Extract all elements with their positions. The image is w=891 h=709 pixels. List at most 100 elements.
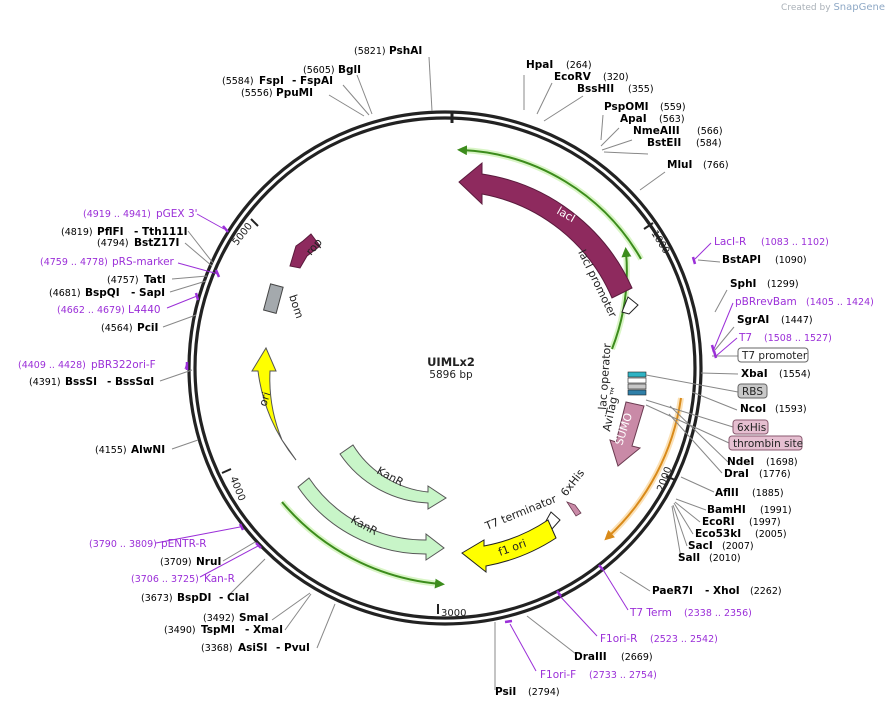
site-name: TspMI	[201, 624, 235, 636]
site-ppumi[interactable]: (5556) PpuMI	[241, 87, 313, 99]
primer-pbr322ori-f[interactable]: (4409 .. 4428) pBR322ori-F	[18, 359, 156, 371]
site-name: AflII	[715, 487, 739, 499]
site-name: FspI	[259, 75, 284, 87]
site-pspomi[interactable]: PspOMI (559)	[604, 101, 686, 113]
primer-kan-r[interactable]: (3706 .. 3725) Kan-R	[131, 573, 235, 585]
site-asisi[interactable]: (3368) AsiSI - PvuI	[201, 642, 310, 654]
site-bspdi[interactable]: (3673) BspDI - ClaI	[141, 592, 249, 604]
tick-label-3000: 3000	[441, 608, 466, 619]
site-eco53ki[interactable]: Eco53kI (2005)	[695, 528, 787, 540]
site-ecori[interactable]: EcoRI (1997)	[702, 516, 781, 528]
credit-prefix: Created by	[781, 3, 831, 13]
primer-pentr-r[interactable]: (3790 .. 3809) pENTR-R	[89, 538, 207, 550]
site-sali[interactable]: SalI (2010)	[678, 552, 741, 564]
lacI-annotation-arc	[457, 145, 644, 351]
site-pos: (320)	[603, 72, 629, 83]
primer-t7[interactable]: T7 (1508 .. 1527)	[738, 332, 832, 344]
primer-name: pGEX 3'	[156, 208, 198, 220]
primer-prs-marker[interactable]: (4759 .. 4778) pRS-marker	[40, 256, 175, 268]
primer-range: (2523 .. 2542)	[650, 634, 718, 645]
site-psii[interactable]: PsiI (2794)	[495, 686, 560, 698]
boxed-t7-promoter[interactable]: T7 promoter	[737, 347, 809, 363]
site-fspi[interactable]: (5584) FspI - FspAI	[222, 75, 333, 87]
site-pos: (566)	[697, 126, 723, 137]
site-draiii[interactable]: DraIII (2669)	[574, 651, 653, 663]
kanR-feature-2[interactable]	[297, 477, 445, 561]
site-name: BstAPI	[722, 254, 761, 266]
site-bsssi[interactable]: (4391) BssSI - BssSαI	[29, 376, 154, 388]
site-pos: (1776)	[759, 469, 791, 480]
site-smai[interactable]: (3492) SmaI	[203, 612, 269, 624]
site-bstz17i[interactable]: (4794) BstZ17I	[97, 237, 179, 249]
site-alt: - Tth111I	[134, 226, 188, 238]
site-ecorv[interactable]: EcoRV (320)	[554, 71, 629, 83]
site-name: HpaI	[526, 59, 553, 71]
site-pos: (559)	[660, 102, 686, 113]
ori-label: ori	[256, 390, 273, 408]
primer-l4440[interactable]: (4662 .. 4679) L4440	[57, 304, 161, 316]
site-name: SalI	[678, 552, 700, 564]
site-pos: (1698)	[766, 457, 798, 468]
site-mlui[interactable]: MluI (766)	[667, 159, 729, 171]
site-name: BspQI	[85, 287, 120, 299]
boxed-6xhis[interactable]: 6xHis	[732, 419, 769, 435]
kanR-feature-1[interactable]	[339, 444, 447, 510]
site-ndei[interactable]: NdeI (1698)	[727, 456, 798, 468]
primer-laci-r[interactable]: LacI-R (1083 .. 1102)	[714, 236, 829, 248]
site-pflfi[interactable]: (4819) PflFI - Tth111I	[61, 226, 188, 238]
snapgene-credit: Created by SnapGene	[781, 2, 885, 13]
primer-leader-lines	[155, 213, 738, 672]
site-pcii[interactable]: (4564) PciI	[101, 322, 158, 334]
rop-feature[interactable]	[289, 233, 321, 269]
site-bstapi[interactable]: BstAPI (1090)	[722, 254, 807, 266]
site-bspqi[interactable]: (4681) BspQI - SapI	[49, 287, 165, 299]
site-tspmi[interactable]: (3490) TspMI - XmaI	[164, 624, 283, 636]
site-alwni[interactable]: (4155) AlwNI	[95, 444, 165, 456]
site-hpai[interactable]: HpaI (264)	[526, 59, 592, 71]
site-sgrai[interactable]: SgrAI (1447)	[737, 314, 813, 326]
site-xbai[interactable]: XbaI (1554)	[741, 368, 811, 380]
site-pos: (2794)	[528, 687, 560, 698]
site-alt: - PvuI	[276, 642, 310, 654]
site-ncoi[interactable]: NcoI (1593)	[740, 403, 807, 415]
site-bamhi[interactable]: BamHI (1991)	[707, 504, 792, 516]
f1-ori-feature[interactable]	[461, 519, 557, 574]
boxed-thrombin-site[interactable]: thrombin site	[728, 435, 803, 451]
site-aflii[interactable]: AflII (1885)	[715, 487, 784, 499]
site-name: XbaI	[741, 368, 768, 380]
site-name: NmeAIII	[633, 125, 680, 137]
site-paer7i[interactable]: PaeR7I - XhoI (2262)	[652, 585, 782, 597]
site-nmeaiii[interactable]: NmeAIII (566)	[633, 125, 723, 137]
lacI-feature[interactable]	[458, 161, 633, 299]
primer-t7-term[interactable]: T7 Term (2338 .. 2356)	[629, 607, 752, 619]
site-pos: (4564)	[101, 323, 133, 334]
primer-pgex3[interactable]: (4919 .. 4941) pGEX 3'	[83, 208, 198, 220]
site-bsshii[interactable]: BssHII (355)	[577, 83, 654, 95]
primer-pbrrevbam[interactable]: pBRrevBam (1405 .. 1424)	[735, 296, 874, 308]
site-name: BstZ17I	[134, 237, 179, 249]
site-name: EcoRI	[702, 516, 735, 528]
primer-f1ori-f[interactable]: F1ori-F (2733 .. 2754)	[540, 669, 657, 681]
site-pos: (4757)	[107, 275, 139, 286]
primer-range: (3790 .. 3809)	[89, 539, 157, 550]
boxed-rbs[interactable]: RBS	[737, 383, 768, 399]
site-pos: (1299)	[767, 279, 799, 290]
site-bsteii[interactable]: BstEII (584)	[647, 137, 722, 149]
site-name: DraI	[724, 468, 749, 480]
primer-name: F1ori-F	[540, 669, 576, 681]
site-drai[interactable]: DraI (1776)	[724, 468, 791, 480]
sumo-feature[interactable]	[609, 401, 645, 467]
site-pshai[interactable]: (5821) PshAI	[354, 45, 422, 57]
site-bgli[interactable]: (5605) BglI	[303, 64, 361, 76]
site-nrui[interactable]: (3709) NruI	[160, 556, 221, 568]
site-saci[interactable]: SacI (2007)	[688, 540, 754, 552]
6xhis-label: 6xHis	[558, 467, 587, 499]
ori-feature[interactable]	[251, 346, 297, 461]
primer-range: (4409 .. 4428)	[18, 360, 86, 371]
site-apai[interactable]: ApaI (563)	[620, 113, 685, 125]
site-sphi[interactable]: SphI (1299)	[730, 278, 799, 290]
site-name: PaeR7I	[652, 585, 693, 597]
site-pos: (1885)	[752, 488, 784, 499]
site-tati[interactable]: (4757) TatI	[107, 274, 166, 286]
primer-f1ori-r[interactable]: F1ori-R (2523 .. 2542)	[600, 633, 718, 645]
